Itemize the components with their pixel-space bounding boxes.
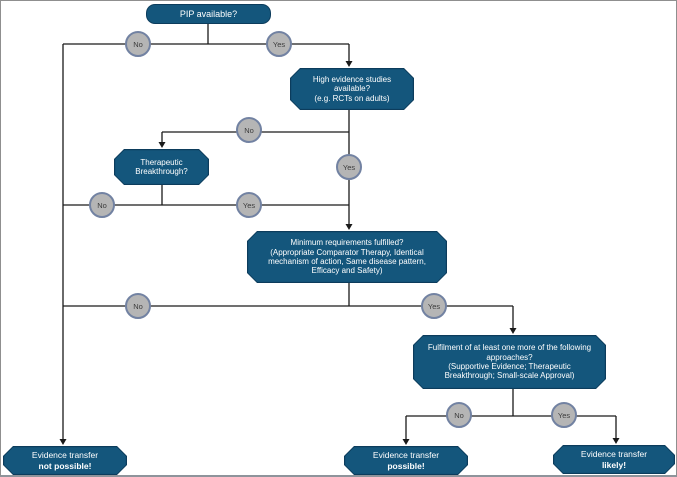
node-text-line: PIP available? — [179, 8, 238, 19]
node-text-line: Evidence transfer — [372, 450, 440, 461]
decision-node-therapeutic-breakthrough: Therapeutic Breakthrough? — [114, 149, 209, 185]
branch-label-no-high-evidence: No — [236, 117, 262, 143]
node-text-line: Evidence transfer — [31, 450, 99, 461]
node-text-line: mechanism of action, Same disease patter… — [268, 257, 426, 266]
node-text-line: Breakthrough? — [135, 167, 188, 176]
node-text-line: Efficacy and Safety) — [311, 266, 383, 276]
outcome-node-likely: Evidence transfer likely! — [553, 445, 675, 474]
node-text-line: likely! — [601, 459, 627, 470]
node-text-line: (Supportive Evidence; Therapeutic — [448, 362, 571, 371]
branch-label-yes-minimum: Yes — [421, 293, 447, 319]
node-text-line: Evidence transfer — [580, 449, 648, 460]
outcome-node-possible: Evidence transfer possible! — [344, 446, 468, 475]
node-text-line: Fulfilment of at least one more of the f… — [427, 343, 592, 353]
branch-label-no-therapeutic: No — [89, 192, 115, 218]
node-text-line: Minimum requirements fulfilled? — [290, 238, 404, 248]
branch-label-yes-fulfilment: Yes — [551, 402, 577, 428]
branch-label-yes-pip: Yes — [266, 31, 292, 57]
branch-label-yes-high-evidence: Yes — [336, 154, 362, 180]
branch-label-no-pip: No — [125, 31, 151, 57]
outcome-node-not-possible: Evidence transfer not possible! — [3, 446, 127, 475]
node-text-line: (Appropriate Comparator Therapy, Identic… — [270, 247, 424, 257]
node-text-line: approaches? — [486, 352, 533, 362]
decision-node-fulfilment-approaches: Fulfilment of at least one more of the f… — [413, 335, 606, 389]
node-text-line: High evidence studies — [312, 74, 392, 84]
node-text-line: Therapeutic — [140, 157, 183, 167]
node-text-line: not possible! — [38, 460, 92, 471]
arrowheads — [59, 61, 620, 445]
decision-node-pip: PIP available? — [146, 4, 271, 24]
node-text-line: (e.g. RCTs on adults) — [314, 93, 390, 103]
decision-node-high-evidence: High evidence studies available? (e.g. R… — [290, 68, 414, 110]
node-text-line: Breakthrough; Small-scale Approval) — [444, 371, 575, 381]
node-text-line: possible! — [387, 460, 425, 471]
decision-node-minimum-requirements: Minimum requirements fulfilled? (Appropr… — [247, 231, 447, 283]
node-text-line: available? — [333, 84, 371, 94]
branch-label-no-fulfilment: No — [446, 402, 472, 428]
branch-label-yes-therapeutic: Yes — [236, 192, 262, 218]
branch-label-no-minimum: No — [125, 293, 151, 319]
